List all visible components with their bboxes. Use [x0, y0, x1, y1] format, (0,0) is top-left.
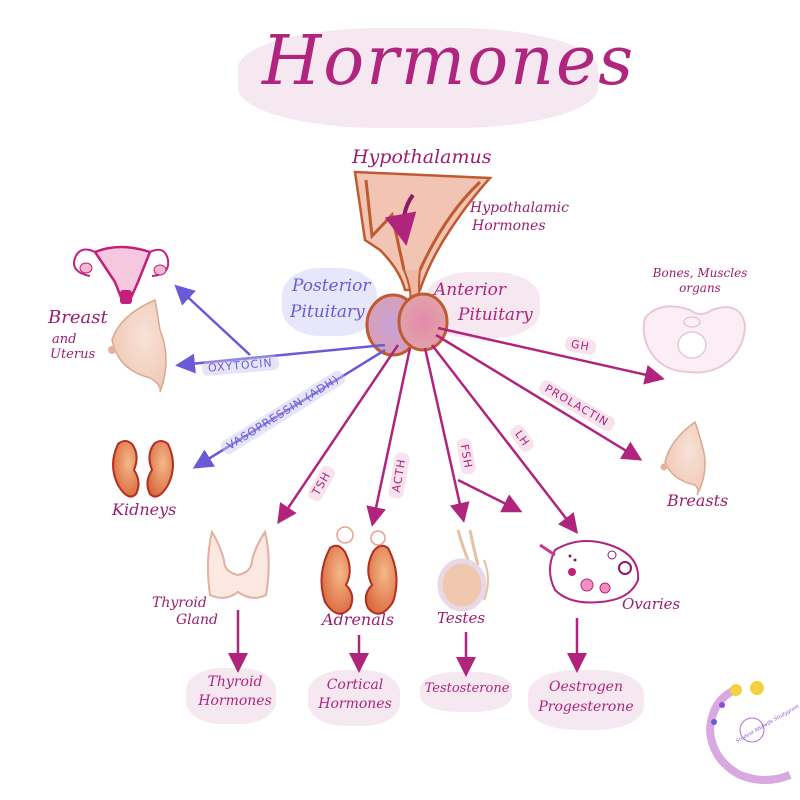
thyroid-gland-label-line2: Gland [176, 612, 218, 628]
breast-illustration-left [108, 298, 167, 393]
ovary-illustration [539, 540, 640, 604]
oestrogen-highlight [528, 670, 644, 730]
fsh-arrow-branch [457, 478, 523, 513]
cortical-hormones-label-line1: Cortical [326, 677, 384, 693]
bones-label-line2: organs [679, 281, 721, 295]
breast-illustration-right [660, 420, 706, 496]
thyroid-gland-label-line1: Thyroid [152, 595, 207, 611]
posterior-pituitary-label-line2: Pituitary [290, 302, 365, 322]
posterior-highlight [282, 268, 377, 336]
vasopressin-arrow [192, 348, 386, 469]
fsh-arrow-testes [423, 347, 470, 523]
hypothalamus-label: Hypothalamus [352, 146, 492, 168]
tsh-arrow [277, 344, 400, 525]
title-highlight [238, 28, 598, 128]
acth-arrow [366, 347, 412, 527]
testes-label: Testes [437, 609, 486, 627]
adrenals-label: Adrenals [322, 610, 395, 629]
hypothalamic-hormone-arrow [384, 193, 417, 246]
hypothalamic-hormones-label-line1: Hypothalamic [470, 200, 569, 216]
cortical-hormones-label-line2: Hormones [318, 696, 392, 712]
anterior-pituitary-label-line2: Pituitary [458, 305, 533, 325]
kidneys-illustration [112, 440, 174, 498]
anterior-pituitary-gland [397, 292, 449, 352]
ovaries-label: Ovaries [622, 595, 681, 613]
pelvis-illustration [642, 305, 747, 374]
breast-uterus-label-line1: Breast [48, 307, 108, 328]
thyroid-hormones-highlight [186, 668, 276, 724]
lh-arrow [431, 344, 579, 534]
breasts-label: Breasts [667, 491, 729, 510]
breast-uterus-label-line2: and [52, 332, 77, 347]
watermark-logo [705, 681, 792, 784]
pituitary-illustration [365, 269, 449, 357]
page-title: Hormones [262, 22, 636, 101]
gh-arrow [437, 326, 665, 385]
oxytocin-arrow-uterus [174, 284, 251, 356]
kidneys-label: Kidneys [112, 500, 177, 519]
thyroid-hormones-label-line2: Hormones [198, 693, 272, 709]
hypothalamic-hormones-label-line2: Hormones [472, 218, 546, 234]
breast-uterus-label-line3: Uterus [50, 347, 96, 362]
posterior-pituitary-label-line1: Posterior [292, 276, 371, 296]
testosterone-label: Testosterone [424, 681, 510, 696]
oestrogen-label-line1: Oestrogen [549, 679, 623, 695]
bones-label-line1: Bones, Muscles [652, 266, 748, 280]
uterus-illustration [73, 245, 170, 304]
anterior-pituitary-label-line1: Anterior [434, 280, 507, 300]
hypothalamus-illustration [353, 170, 493, 292]
cortical-hormones-highlight [308, 670, 400, 726]
thyroid-hormones-label-line1: Thyroid [207, 674, 263, 690]
oxytocin-arrow-breast [175, 343, 386, 374]
thyroid-illustration [206, 529, 270, 599]
testosterone-highlight [420, 672, 512, 712]
testes-illustration [437, 529, 489, 612]
adrenals-illustration [320, 526, 398, 615]
prolactin-arrow [435, 333, 643, 461]
progesterone-label-line2: Progesterone [538, 699, 634, 715]
